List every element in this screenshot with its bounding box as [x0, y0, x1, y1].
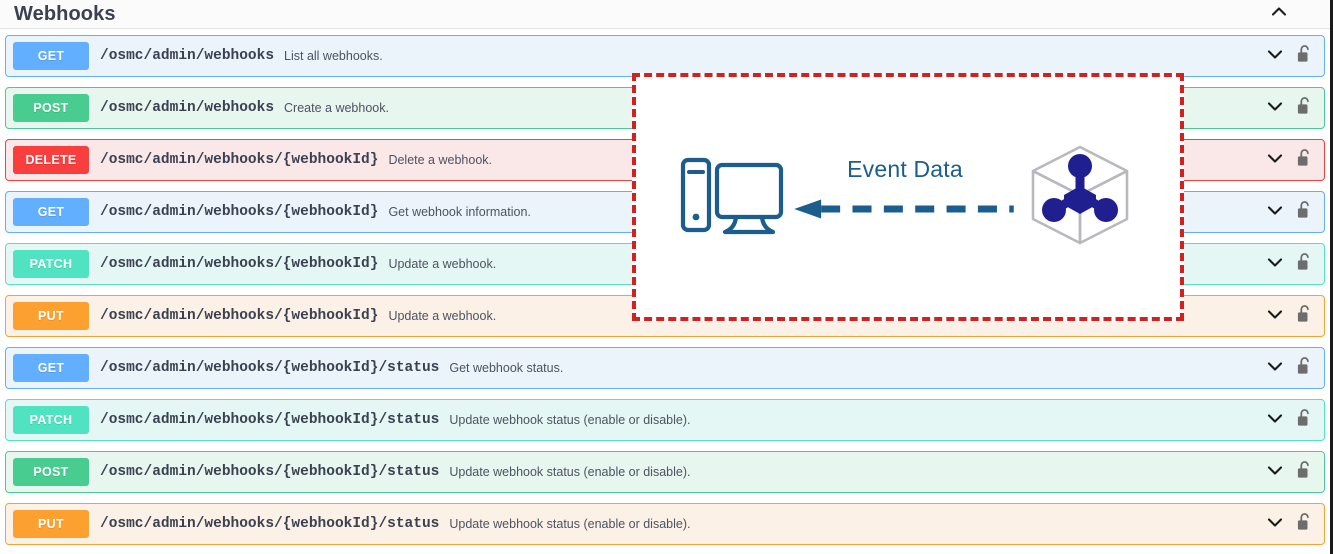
unlocked-padlock-icon — [1297, 356, 1313, 380]
chevron-down-icon — [1265, 96, 1285, 121]
chevron-up-icon — [1269, 2, 1289, 27]
operation-row[interactable]: GET /osmc/admin/webhooks List all webhoo… — [5, 35, 1325, 77]
chevron-down-icon — [1265, 200, 1285, 225]
authorize-button[interactable] — [1296, 512, 1314, 536]
chevron-down-icon — [1265, 148, 1285, 173]
method-badge: GET — [13, 354, 89, 382]
method-badge: GET — [13, 198, 89, 226]
chevron-down-icon — [1265, 304, 1285, 329]
section-header[interactable]: Webhooks — [0, 0, 1330, 29]
chevron-down-icon — [1265, 408, 1285, 433]
chevron-down-icon — [1265, 356, 1285, 381]
operation-path: /osmc/admin/webhooks — [100, 100, 275, 116]
event-data-diagram-overlay: Event Data — [632, 73, 1184, 321]
chevron-down-icon — [1265, 460, 1285, 485]
unlocked-padlock-icon — [1297, 408, 1313, 432]
operation-path: /osmc/admin/webhooks/{webhookId} — [100, 308, 379, 324]
section-collapse-button[interactable] — [1266, 3, 1292, 25]
operation-path: /osmc/admin/webhooks/{webhookId}/status — [100, 360, 440, 376]
event-flow-connector: Event Data — [792, 154, 1018, 240]
chevron-down-icon — [1265, 512, 1285, 537]
chevron-down-icon — [1265, 252, 1285, 277]
unlocked-padlock-icon — [1297, 148, 1313, 172]
method-badge: PATCH — [13, 406, 89, 434]
operation-controls — [1264, 201, 1314, 223]
operation-controls — [1264, 45, 1314, 67]
expand-operation-button[interactable] — [1264, 305, 1286, 327]
authorize-button[interactable] — [1296, 44, 1314, 68]
expand-operation-button[interactable] — [1264, 149, 1286, 171]
operation-description: Update webhook status (enable or disable… — [449, 517, 691, 531]
operation-path: /osmc/admin/webhooks/{webhookId}/status — [100, 516, 440, 532]
operation-description: Create a webhook. — [284, 101, 389, 115]
operation-path: /osmc/admin/webhooks/{webhookId}/status — [100, 464, 440, 480]
operation-controls — [1264, 97, 1314, 119]
desktop-computer-icon — [680, 149, 786, 246]
operation-path: /osmc/admin/webhooks/{webhookId} — [100, 152, 379, 168]
operation-description: Delete a webhook. — [388, 153, 492, 167]
method-badge: PUT — [13, 302, 89, 330]
method-badge: DELETE — [13, 146, 89, 174]
authorize-button[interactable] — [1296, 460, 1314, 484]
unlocked-padlock-icon — [1297, 200, 1313, 224]
expand-operation-button[interactable] — [1264, 461, 1286, 483]
operation-description: Update a webhook. — [388, 309, 497, 323]
expand-operation-button[interactable] — [1264, 253, 1286, 275]
operation-description: List all webhooks. — [284, 49, 383, 63]
flow-label: Event Data — [847, 156, 963, 182]
expand-operation-button[interactable] — [1264, 201, 1286, 223]
operation-controls — [1264, 253, 1314, 275]
operation-path: /osmc/admin/webhooks — [100, 48, 275, 64]
authorize-button[interactable] — [1296, 408, 1314, 432]
expand-operation-button[interactable] — [1264, 409, 1286, 431]
authorize-button[interactable] — [1296, 304, 1314, 328]
operation-path: /osmc/admin/webhooks/{webhookId} — [100, 204, 379, 220]
method-badge: POST — [13, 94, 89, 122]
authorize-button[interactable] — [1296, 252, 1314, 276]
authorize-button[interactable] — [1296, 96, 1314, 120]
chevron-down-icon — [1265, 44, 1285, 69]
authorize-button[interactable] — [1296, 148, 1314, 172]
operation-description: Get webhook information. — [388, 205, 531, 219]
event-flow-diagram: Event Data — [636, 139, 1180, 256]
operation-row[interactable]: PUT /osmc/admin/webhooks/{webhookId}/sta… — [5, 503, 1325, 545]
method-badge: GET — [13, 42, 89, 70]
method-badge: PUT — [13, 510, 89, 538]
operation-row[interactable]: POST /osmc/admin/webhooks/{webhookId}/st… — [5, 451, 1325, 493]
authorize-button[interactable] — [1296, 356, 1314, 380]
operation-controls — [1264, 461, 1314, 483]
operation-description: Get webhook status. — [449, 361, 564, 375]
method-badge: PATCH — [13, 250, 89, 278]
network-node-cube-icon — [1024, 139, 1136, 256]
unlocked-padlock-icon — [1297, 460, 1313, 484]
unlocked-padlock-icon — [1297, 96, 1313, 120]
unlocked-padlock-icon — [1297, 44, 1313, 68]
operation-controls — [1264, 305, 1314, 327]
unlocked-padlock-icon — [1297, 252, 1313, 276]
unlocked-padlock-icon — [1297, 304, 1313, 328]
unlocked-padlock-icon — [1297, 512, 1313, 536]
operation-path: /osmc/admin/webhooks/{webhookId}/status — [100, 412, 440, 428]
expand-operation-button[interactable] — [1264, 357, 1286, 379]
operation-controls — [1264, 357, 1314, 379]
page-title: Webhooks — [14, 2, 116, 25]
dashed-left-arrow-icon — [792, 198, 1016, 220]
expand-operation-button[interactable] — [1264, 97, 1286, 119]
operation-description: Update webhook status (enable or disable… — [449, 413, 691, 427]
operation-controls — [1264, 409, 1314, 431]
operation-path: /osmc/admin/webhooks/{webhookId} — [100, 256, 379, 272]
operation-controls — [1264, 513, 1314, 535]
operation-row[interactable]: PATCH /osmc/admin/webhooks/{webhookId}/s… — [5, 399, 1325, 441]
authorize-button[interactable] — [1296, 200, 1314, 224]
operation-row[interactable]: GET /osmc/admin/webhooks/{webhookId}/sta… — [5, 347, 1325, 389]
operation-description: Update a webhook. — [388, 257, 497, 271]
expand-operation-button[interactable] — [1264, 513, 1286, 535]
operation-controls — [1264, 149, 1314, 171]
expand-operation-button[interactable] — [1264, 45, 1286, 67]
method-badge: POST — [13, 458, 89, 486]
operation-description: Update webhook status (enable or disable… — [449, 465, 691, 479]
